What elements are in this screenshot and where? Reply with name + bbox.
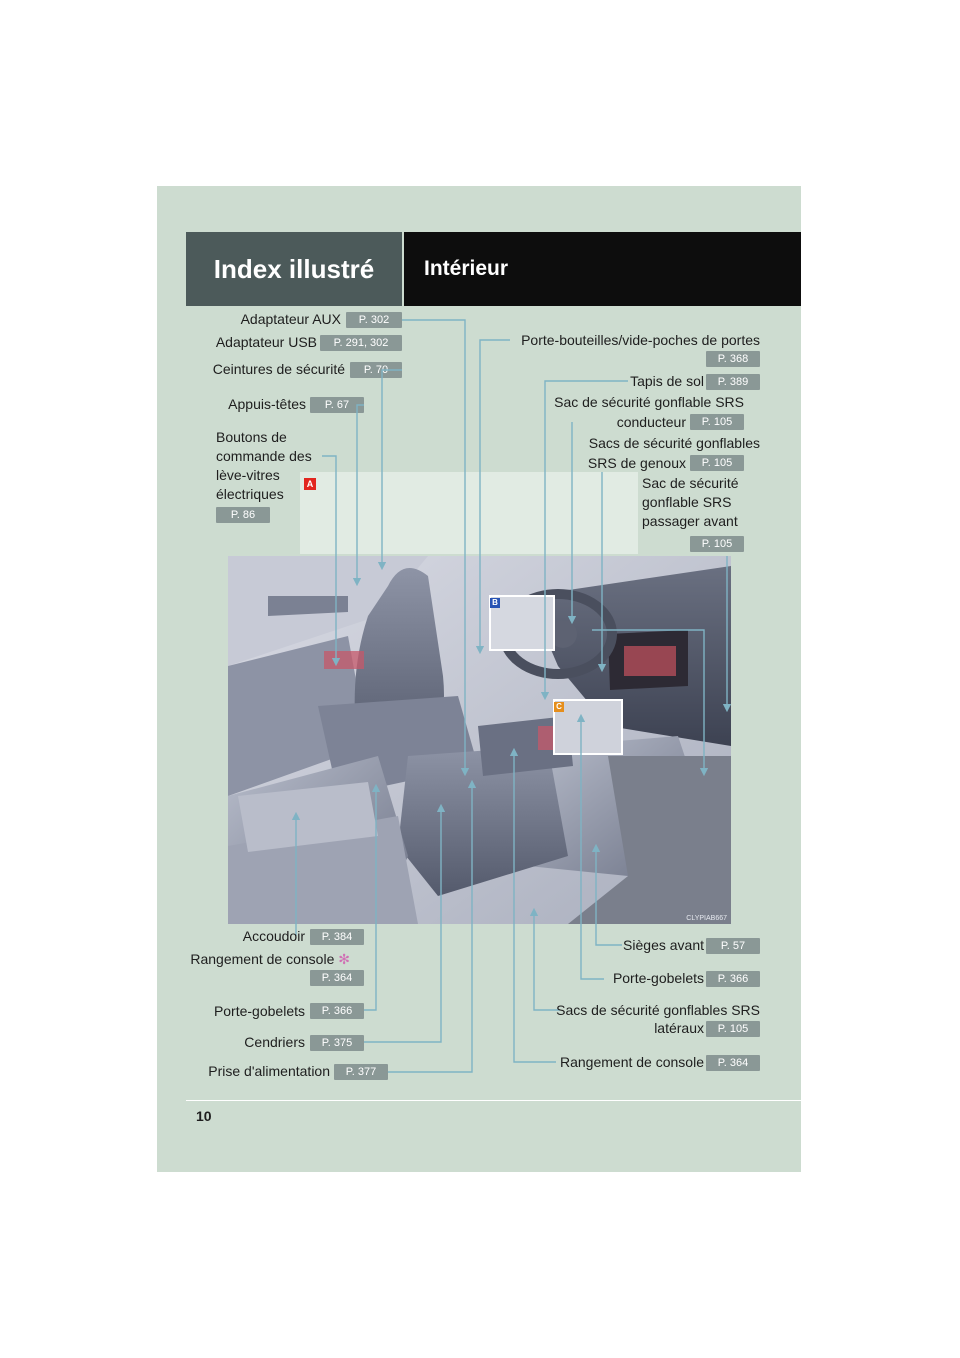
boutons-vitres-line4: électriques xyxy=(216,486,284,502)
airbag-passager-page[interactable]: P. 105 xyxy=(690,536,744,552)
accoudoir-page[interactable]: P. 384 xyxy=(310,929,364,945)
tapis-sol-label: Tapis de sol xyxy=(630,373,704,389)
cendriers-label: Cendriers xyxy=(244,1034,305,1050)
airbags-lateraux-line1: Sacs de sécurité gonflables SRS xyxy=(556,1002,760,1018)
accoudoir-label: Accoudoir xyxy=(242,928,305,944)
boutons-vitres-page[interactable]: P. 86 xyxy=(216,507,270,523)
porte-gobelets-avant-page[interactable]: P. 366 xyxy=(706,971,760,987)
airbags-genoux-line1: Sacs de sécurité gonflables xyxy=(588,435,760,451)
airbag-conducteur-line2: conducteur xyxy=(616,414,686,430)
inset-c-badge: C xyxy=(554,702,564,712)
adaptateur-usb-label: Adaptateur USB xyxy=(215,334,317,350)
porte-gobelets-arriere-label: Porte-gobelets xyxy=(213,1003,305,1019)
airbag-conducteur-page[interactable]: P. 105 xyxy=(690,414,744,430)
bottom-rule xyxy=(186,1100,801,1101)
boutons-vitres-line1: Boutons de xyxy=(216,429,287,445)
rangement-console-arriere-label: Rangement de console ✻ xyxy=(190,951,350,967)
airbag-passager-line3: passager avant xyxy=(642,513,738,529)
porte-bouteilles-page[interactable]: P. 368 xyxy=(706,351,760,367)
section-title: Index illustré xyxy=(186,232,402,306)
ceintures-page[interactable]: P. 70 xyxy=(350,362,402,378)
boutons-vitres-line3: lève-vitres xyxy=(216,467,280,483)
inset-b-badge: B xyxy=(490,598,500,608)
prise-alimentation-label: Prise d'alimentation xyxy=(208,1063,330,1079)
porte-gobelets-arriere-page[interactable]: P. 366 xyxy=(310,1003,364,1019)
airbags-genoux-page[interactable]: P. 105 xyxy=(690,455,744,471)
airbag-passager-line2: gonflable SRS xyxy=(642,494,732,510)
ceintures-label: Ceintures de sécurité xyxy=(212,361,345,377)
photo-code: CLYPIAB667 xyxy=(686,915,727,922)
prise-alimentation-page[interactable]: P. 377 xyxy=(334,1064,388,1080)
adaptateur-aux-page[interactable]: P. 302 xyxy=(346,312,402,328)
airbag-conducteur-line1: Sac de sécurité gonflable SRS xyxy=(554,394,744,410)
interior-photo: B C CLYPIAB667 xyxy=(228,556,731,924)
porte-gobelets-avant-label: Porte-gobelets xyxy=(612,970,704,986)
inset-a-badge: A xyxy=(304,478,316,490)
porte-bouteilles-label: Porte-bouteilles/vide-poches de portes xyxy=(521,332,760,348)
cendriers-page[interactable]: P. 375 xyxy=(310,1035,364,1051)
adaptateur-aux-label: Adaptateur AUX xyxy=(240,311,341,327)
airbags-lateraux-line2: latéraux xyxy=(654,1020,704,1036)
rangement-console-avant-label: Rangement de console xyxy=(560,1054,704,1070)
airbag-passager-line1: Sac de sécurité xyxy=(642,475,739,491)
rangement-console-arriere-page[interactable]: P. 364 xyxy=(310,970,364,986)
adaptateur-usb-page[interactable]: P. 291, 302 xyxy=(320,335,402,351)
sieges-avant-label: Sièges avant xyxy=(623,937,704,953)
boutons-vitres-line2: commande des xyxy=(216,448,312,464)
airbags-genoux-line2: SRS de genoux xyxy=(587,455,686,471)
rangement-console-avant-page[interactable]: P. 364 xyxy=(706,1055,760,1071)
appuis-tetes-label: Appuis-têtes xyxy=(228,396,306,412)
asterisk-marker: ✻ xyxy=(338,951,350,967)
airbags-lateraux-page[interactable]: P. 105 xyxy=(706,1021,760,1037)
header-divider xyxy=(402,232,404,306)
sieges-avant-page[interactable]: P. 57 xyxy=(706,938,760,954)
appuis-tetes-page[interactable]: P. 67 xyxy=(310,397,364,413)
page-number: 10 xyxy=(196,1108,212,1124)
tapis-sol-page[interactable]: P. 389 xyxy=(706,374,760,390)
subsection-title: Intérieur xyxy=(402,232,801,306)
